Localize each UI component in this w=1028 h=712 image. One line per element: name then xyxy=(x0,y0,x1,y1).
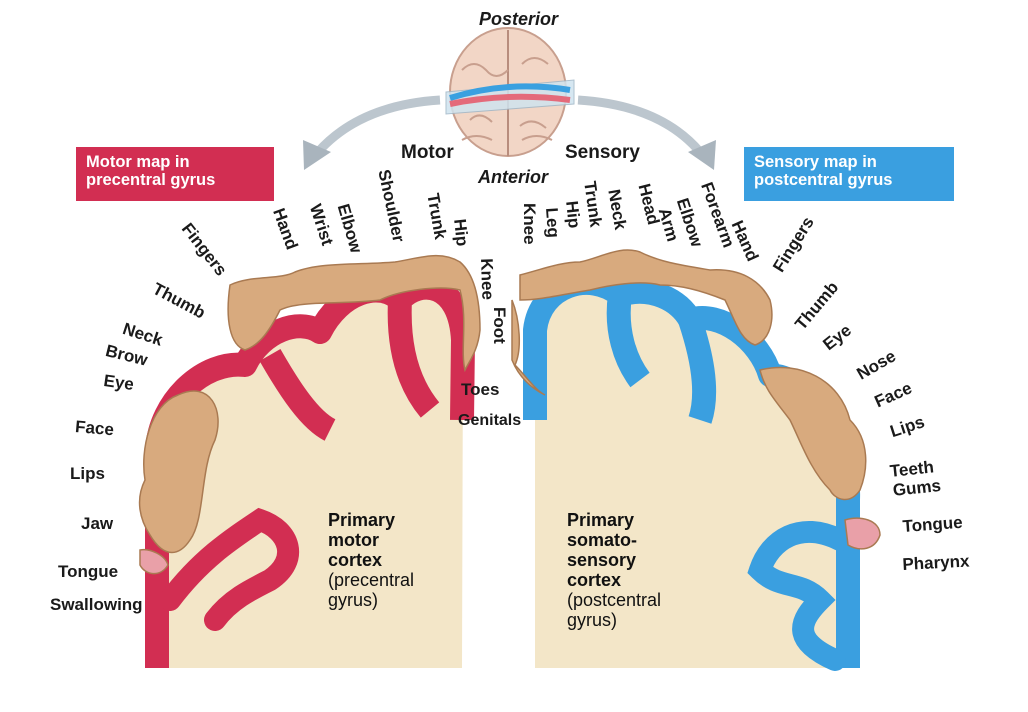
motor-face xyxy=(138,390,219,554)
sensory-label-knee: Knee xyxy=(520,203,539,245)
motor-label-jaw: Jaw xyxy=(81,514,114,533)
motor-label-lips: Lips xyxy=(70,464,105,483)
sensory-caption-line2: somato- xyxy=(567,530,638,550)
motor-label-eye: Eye xyxy=(102,371,136,395)
sensory-header: Sensory xyxy=(565,142,640,163)
motor-caption-line1: Primary xyxy=(328,510,396,530)
motor-label-toes: Toes xyxy=(461,380,500,399)
arrow-to-motor xyxy=(314,95,441,156)
sensory-label-hip: Hip xyxy=(562,199,584,230)
motor-caption-line4: (precentral xyxy=(328,570,415,590)
sensory-face xyxy=(759,366,867,501)
sensory-cortex-caption: Primary somato- sensory cortex (postcent… xyxy=(567,510,661,630)
sensory-map-box-line1: Sensory map in xyxy=(754,153,877,171)
motor-header: Motor xyxy=(401,142,454,163)
sensory-caption-line5: (postcentral xyxy=(567,590,662,610)
motor-label-face: Face xyxy=(74,417,115,440)
motor-cortex-tissue xyxy=(157,287,463,668)
posterior-label: Posterior xyxy=(479,9,559,29)
sensory-label-gums: Gums xyxy=(891,475,942,500)
sensory-homunculus xyxy=(511,249,881,550)
arrow-head-motor xyxy=(303,140,331,170)
sensory-label-genitals: Genitals xyxy=(458,412,522,429)
sensory-label-pharynx: Pharynx xyxy=(901,551,970,574)
motor-label-foot: Foot xyxy=(490,307,509,344)
sensory-foot xyxy=(511,299,546,396)
sensory-label-tongue: Tongue xyxy=(901,512,964,536)
motor-caption-line3: cortex xyxy=(328,550,383,570)
sensory-map-box-line2: postcentral gyrus xyxy=(754,171,893,189)
sensory-caption-line3: sensory xyxy=(567,550,637,570)
motor-homunculus xyxy=(138,254,481,575)
arrow-to-sensory xyxy=(577,95,704,155)
motor-tongue xyxy=(139,548,169,575)
sensory-map-box: Sensory map in postcentral gyrus xyxy=(744,147,954,201)
motor-label-knee: Knee xyxy=(477,257,498,301)
sensory-label-leg: Leg xyxy=(542,206,564,239)
sensory-arm xyxy=(519,249,773,346)
motor-cortex-section xyxy=(145,275,475,668)
brain-top-view xyxy=(445,27,575,157)
sensory-tongue xyxy=(844,517,881,550)
sensory-caption-line1: Primary xyxy=(567,510,635,530)
motor-label-hip: Hip xyxy=(450,217,472,248)
motor-map-box-line1: Motor map in xyxy=(86,153,190,171)
motor-caption-line5: gyrus) xyxy=(328,590,379,610)
motor-map-box: Motor map in precentral gyrus xyxy=(76,147,274,201)
motor-map-box-line2: precentral gyrus xyxy=(86,171,216,189)
sensory-caption-line4: cortex xyxy=(567,570,622,590)
sensory-caption-line6: gyrus) xyxy=(567,610,618,630)
motor-cortex-caption: Primary motor cortex (precentral gyrus) xyxy=(328,510,414,610)
motor-hand xyxy=(227,254,481,373)
arrow-head-sensory xyxy=(688,140,716,170)
motor-caption-line2: motor xyxy=(328,530,379,550)
motor-label-tongue: Tongue xyxy=(58,562,119,581)
motor-label-swallowing: Swallowing xyxy=(50,595,143,614)
anterior-label: Anterior xyxy=(478,167,549,187)
